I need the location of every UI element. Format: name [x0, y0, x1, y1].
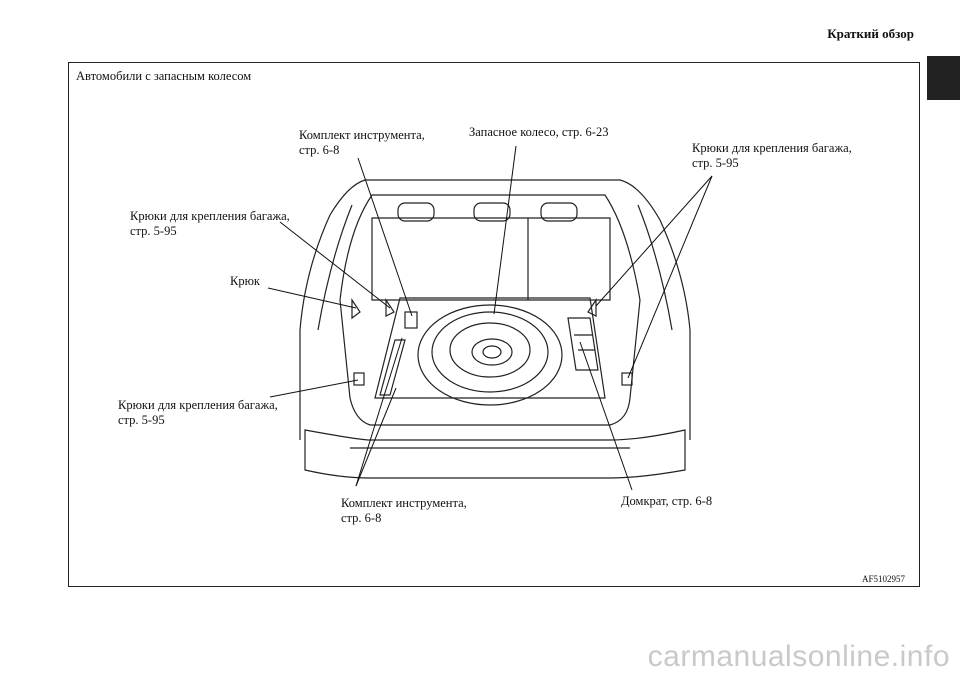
- callout-toolkit-top: Комплект инструмента, стр. 6-8: [299, 128, 425, 157]
- watermark: carmanualsonline.info: [647, 640, 950, 673]
- figure-caption: Автомобили с запасным колесом: [76, 69, 252, 83]
- leader-hooks-left-upper: [279, 221, 391, 309]
- headrest-left: [397, 202, 435, 222]
- hook-left-lower: [353, 372, 365, 386]
- leader-hooks-right-a: [595, 175, 713, 307]
- leader-toolkit-bottom-b: [355, 387, 397, 487]
- callout-spare-wheel: Запасное колесо, стр. 6-23: [469, 125, 609, 139]
- callout-jack: Домкрат, стр. 6-8: [621, 494, 713, 508]
- leader-hook: [267, 287, 357, 309]
- section-tab-marker: [927, 56, 960, 100]
- callout-hook: Крюк: [230, 274, 260, 288]
- trunk-opening: [339, 194, 641, 301]
- hook-side: [351, 298, 361, 320]
- bumper: [304, 429, 686, 479]
- hook-right-lower: [621, 372, 633, 386]
- spare-wheel: [417, 304, 563, 406]
- hook-right-upper: [587, 298, 597, 317]
- page-header-title: Краткий обзор: [827, 26, 914, 41]
- rear-seat: [371, 217, 611, 301]
- headrest-right: [540, 202, 578, 222]
- figure-frame: [68, 62, 920, 587]
- leader-hooks-left-lower: [269, 379, 359, 398]
- leader-spare-wheel: [493, 145, 517, 315]
- callout-hooks-left-lower: Крюки для крепления багажа, стр. 5-95: [118, 398, 278, 427]
- car-body-outline: [299, 179, 691, 440]
- figure-id: AF5102957: [862, 574, 906, 584]
- jack: [567, 317, 599, 371]
- hook-left-upper: [385, 298, 395, 317]
- leader-toolkit-top: [357, 157, 413, 317]
- callout-hooks-left-upper: Крюки для крепления багажа, стр. 5-95: [130, 209, 290, 238]
- callout-hooks-top-right: Крюки для крепления багажа, стр. 5-95: [692, 141, 852, 170]
- callout-toolkit-bottom: Комплект инструмента, стр. 6-8: [341, 496, 467, 525]
- cargo-floor: [374, 297, 606, 399]
- leader-jack: [579, 341, 633, 491]
- leader-hooks-right-b: [627, 175, 713, 379]
- leader-toolkit-bottom-a: [355, 337, 403, 487]
- headrest-center: [473, 202, 511, 222]
